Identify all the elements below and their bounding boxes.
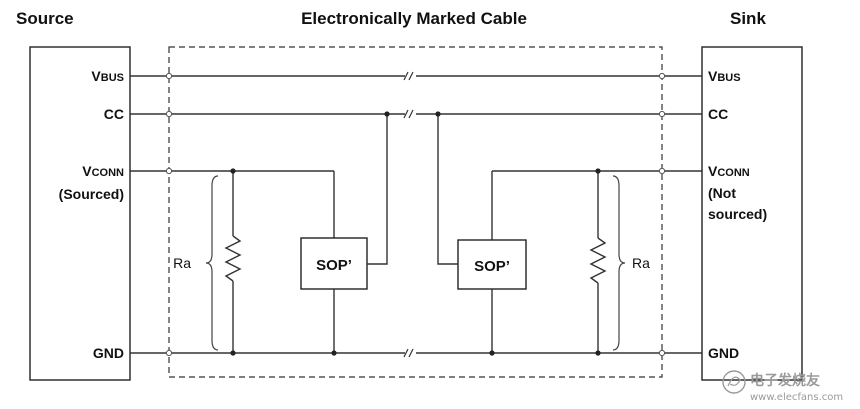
source-vbus-label: VBUS — [91, 68, 124, 84]
sop-left-to-cc — [367, 114, 388, 265]
sop-left-label: SOP’ — [316, 257, 352, 274]
connector-node — [658, 110, 666, 118]
sink-heading: Sink — [730, 9, 766, 28]
sink-vconn-note-1: (Not — [708, 185, 736, 201]
sop-right-label: SOP’ — [474, 258, 510, 275]
junction-dot — [230, 168, 236, 174]
cable-heading: Electronically Marked Cable — [301, 9, 527, 28]
connector-node — [165, 72, 173, 80]
junction-dot — [384, 111, 390, 117]
ra-right-resistor — [589, 171, 607, 353]
source-vconn-label: VCONN — [82, 163, 124, 179]
junction-dot — [435, 111, 441, 117]
junction-dot — [489, 350, 495, 356]
sink-gnd-label: GND — [708, 345, 739, 361]
watermark: 电子发烧友 www.elecfans.com — [722, 370, 843, 403]
ra-left-label: Ra — [173, 255, 191, 271]
sink-cc-label: CC — [708, 106, 728, 122]
source-vconn-note: (Sourced) — [59, 186, 124, 202]
watermark-logo-icon — [722, 370, 746, 394]
ra-right-brace — [612, 175, 626, 351]
sink-vconn-label: VCONN — [708, 163, 750, 179]
sop-right-to-cc — [437, 114, 458, 265]
ra-left-resistor — [224, 171, 242, 353]
connector-node — [658, 349, 666, 357]
cc-line — [130, 109, 702, 119]
ra-right-label: Ra — [632, 255, 650, 271]
ra-left-brace — [205, 175, 219, 351]
cable-outline — [168, 46, 663, 378]
junction-dot — [230, 350, 236, 356]
vbus-line — [130, 71, 702, 81]
source-gnd-label: GND — [93, 345, 124, 361]
source-cc-label: CC — [104, 106, 124, 122]
sink-block — [701, 46, 803, 381]
junction-dot — [595, 168, 601, 174]
connector-node — [165, 110, 173, 118]
sink-vconn-note-2: sourced) — [708, 206, 767, 222]
watermark-text: 电子发烧友 — [750, 372, 820, 389]
connector-node — [658, 167, 666, 175]
sink-vbus-label: VBUS — [708, 68, 741, 84]
source-block — [29, 46, 131, 381]
connector-node — [658, 72, 666, 80]
connector-node — [165, 349, 173, 357]
gnd-line — [130, 348, 702, 358]
line-break-mark — [403, 348, 414, 358]
connector-node — [165, 167, 173, 175]
junction-dot — [331, 350, 337, 356]
watermark-url: www.elecfans.com — [750, 392, 843, 403]
source-heading: Source — [16, 9, 74, 28]
line-break-mark — [403, 71, 414, 81]
junction-dot — [595, 350, 601, 356]
line-break-mark — [403, 109, 414, 119]
